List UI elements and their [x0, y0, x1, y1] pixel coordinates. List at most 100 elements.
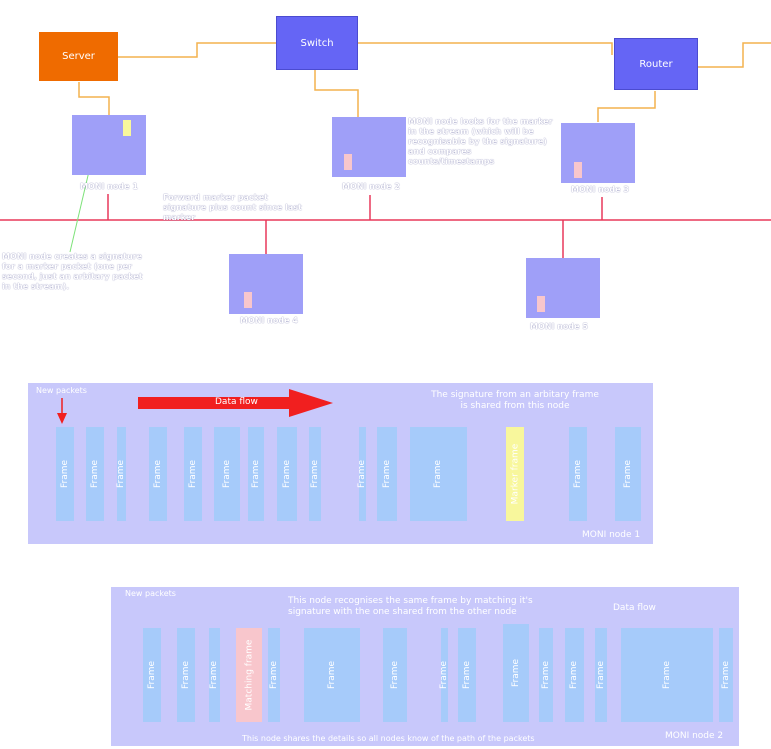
link-router-out — [698, 42, 771, 68]
panel1-node-label: MONI node 1 — [582, 530, 641, 540]
link-switch-moni2 — [314, 70, 359, 117]
router-label: Router — [639, 58, 673, 70]
moni-node-2-label: MONI node 2 — [342, 182, 400, 191]
frame: Frame — [309, 427, 321, 521]
frame-label: Frame — [209, 660, 220, 690]
switch-box: Switch — [276, 16, 358, 70]
frame: Frame — [184, 427, 202, 521]
frame: Frame — [439, 628, 450, 722]
switch-label: Switch — [300, 37, 334, 49]
frame-label: Frame — [382, 459, 393, 489]
frame-label: Frame — [511, 658, 522, 688]
frame-label: Frame — [310, 459, 321, 489]
marker-frame: Marker frame — [506, 427, 524, 521]
frame-label: Frame — [116, 459, 127, 489]
panel1-shared-note: The signature from an arbitary frame is … — [431, 390, 599, 411]
frame-label: Frame — [433, 459, 444, 489]
moni-node-5 — [526, 258, 600, 318]
frame: Frame — [268, 628, 280, 722]
frame: Frame — [410, 427, 467, 521]
frame: Frame — [569, 427, 587, 521]
frame-label: Frame — [269, 660, 280, 690]
frame-label: Frame — [326, 660, 337, 690]
frame-label: Frame — [357, 459, 368, 489]
frame-label: Frame — [661, 660, 672, 690]
frame: Frame — [143, 628, 161, 722]
panel2-data-flow-label: Data flow — [613, 603, 656, 613]
moni-node-1 — [72, 115, 146, 175]
frame-label: Frame — [462, 660, 473, 690]
frame: Frame — [377, 427, 397, 521]
router-box: Router — [614, 38, 698, 90]
frame: Frame — [595, 628, 607, 722]
frame-label: Frame — [147, 660, 158, 690]
panel2-node-label: MONI node 2 — [665, 731, 724, 741]
frame: Frame — [304, 628, 360, 722]
matching-frame: Matching frame — [236, 628, 262, 722]
frame: Frame — [565, 628, 584, 722]
frame: Frame — [177, 628, 195, 722]
frame-label: Frame — [623, 459, 634, 489]
moni-node-2 — [332, 117, 406, 177]
frame: Frame — [277, 427, 297, 521]
forward-note: Forward marker packet signature plus cou… — [163, 193, 302, 222]
packet-icon — [537, 296, 545, 312]
moni-node-3-label: MONI node 3 — [571, 185, 629, 194]
link-server-switch — [118, 42, 276, 58]
frame-label: Frame — [60, 459, 71, 489]
frame-label: Frame — [188, 459, 199, 489]
frame-label: Frame — [251, 459, 262, 489]
moni-node-4 — [229, 254, 303, 314]
server-label: Server — [62, 51, 95, 62]
frame: Frame — [209, 628, 220, 722]
frame: Frame — [248, 427, 264, 521]
frame-label: Frame — [721, 660, 732, 690]
panel-moni-node-1 — [28, 383, 653, 544]
packet-icon — [344, 154, 352, 170]
server-box: Server — [39, 32, 118, 81]
frame: Frame — [56, 427, 74, 521]
frame: Frame — [214, 427, 240, 521]
link-switch-router — [358, 42, 613, 55]
panel2-new-packets: New packets — [125, 589, 176, 598]
frame-label: Frame — [181, 660, 192, 690]
matching-frame-label: Matching frame — [244, 639, 254, 711]
frame: Frame — [539, 628, 553, 722]
frame: Frame — [383, 628, 407, 722]
frame: Frame — [458, 628, 476, 722]
frame: Frame — [86, 427, 104, 521]
frame-label: Frame — [90, 459, 101, 489]
frame-label: Frame — [282, 459, 293, 489]
frame-label: Frame — [596, 660, 607, 690]
signature-note: MONI node creates a signature for a mark… — [2, 252, 143, 291]
frame: Frame — [615, 427, 641, 521]
packet-icon — [574, 162, 582, 178]
moni-node-1-label: MONI node 1 — [80, 182, 138, 191]
frame-label: Frame — [390, 660, 401, 690]
frame: Frame — [149, 427, 167, 521]
panel1-data-flow-label: Data flow — [215, 397, 258, 407]
moni-node-4-label: MONI node 4 — [240, 316, 298, 325]
frame-label: Frame — [541, 660, 552, 690]
marker-packet-icon — [123, 120, 131, 136]
frame: Frame — [116, 427, 127, 521]
panel2-recognise-note: This node recognises the same frame by m… — [288, 596, 533, 617]
frame: Frame — [621, 628, 713, 722]
frame-label: Frame — [153, 459, 164, 489]
frame-label: Frame — [222, 459, 233, 489]
frame: Frame — [357, 427, 368, 521]
frame-label: Frame — [573, 459, 584, 489]
packet-icon — [244, 292, 252, 308]
frame-label: Frame — [439, 660, 450, 690]
frame: Frame — [719, 628, 733, 722]
frame: Frame — [503, 624, 529, 722]
panel2-bottom-note: This node shares the details so all node… — [242, 734, 535, 743]
frame-label: Frame — [569, 660, 580, 690]
link-server-moni1 — [78, 82, 110, 115]
link-router-moni3 — [597, 91, 656, 122]
looks-note: MONI node looks for the marker in the st… — [408, 117, 553, 166]
moni-node-3 — [561, 123, 635, 183]
moni-node-5-label: MONI node 5 — [530, 322, 588, 331]
marker-frame-label: Marker frame — [510, 443, 521, 505]
